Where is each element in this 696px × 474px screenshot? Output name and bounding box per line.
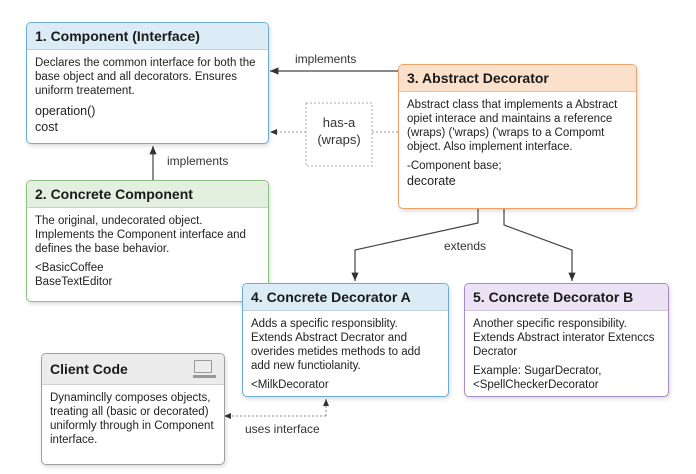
member-component-base: -Component base; — [407, 160, 502, 172]
client-title: Client Code — [50, 361, 128, 377]
extends-arrow-a — [351, 208, 479, 281]
member-operation: operation() — [35, 104, 96, 118]
has-a-label: has-a (wraps) — [317, 115, 361, 147]
component-title: 1. Component (Interface) — [27, 23, 268, 50]
example-base-text-editor: BaseTextEditor — [35, 276, 113, 288]
decorator-b-box: 5. Concrete Decorator B Another specific… — [464, 283, 669, 397]
extends-arrow-b — [503, 208, 576, 281]
extends-label: extends — [444, 239, 487, 253]
abstract-decorator-title: 3. Abstract Decorator — [399, 65, 636, 92]
uses-interface-label: uses interface — [245, 422, 320, 436]
decorator-a-title: 4. Concrete Decorator A — [243, 284, 448, 311]
client-box: Client Code Dynaminclly composes objects… — [41, 353, 225, 465]
decorator-b-title: 5. Concrete Decorator B — [465, 284, 668, 311]
concrete-component-desc: The original, undecorated object. Implem… — [35, 215, 246, 255]
component-desc: Declares the common interface for both t… — [35, 57, 256, 97]
member-decorate: decorate — [407, 174, 456, 188]
abstract-decorator-box: 3. Abstract Decorator Abstract class tha… — [398, 64, 637, 209]
decorator-a-desc: Adds a specific responsiblity. Extends A… — [251, 318, 421, 372]
example-basic-coffee: <BasicCoffee — [35, 262, 104, 274]
decorator-b-example: Example: SugarDecrator, <SpellCheckerDec… — [473, 365, 602, 391]
abstract-decorator-desc: Abstract class that implements a Abstrac… — [407, 99, 618, 153]
concrete-component-box: 2. Concrete Component The original, unde… — [26, 180, 269, 302]
member-cost: cost — [35, 120, 58, 134]
implements-label-left: implements — [167, 154, 229, 168]
decorator-a-example: <MilkDecorator — [251, 379, 329, 391]
decorator-a-box: 4. Concrete Decorator A Adds a specific … — [242, 283, 449, 397]
concrete-component-title: 2. Concrete Component — [27, 181, 268, 208]
has-a-box — [305, 102, 373, 167]
decorator-b-desc: Another specific responsibility. Extends… — [473, 318, 655, 358]
component-box: 1. Component (Interface) Declares the co… — [26, 22, 269, 144]
client-desc: Dynaminclly composes objects, treating a… — [50, 392, 214, 446]
implements-label-top: implements — [295, 52, 357, 66]
laptop-icon — [194, 360, 212, 373]
